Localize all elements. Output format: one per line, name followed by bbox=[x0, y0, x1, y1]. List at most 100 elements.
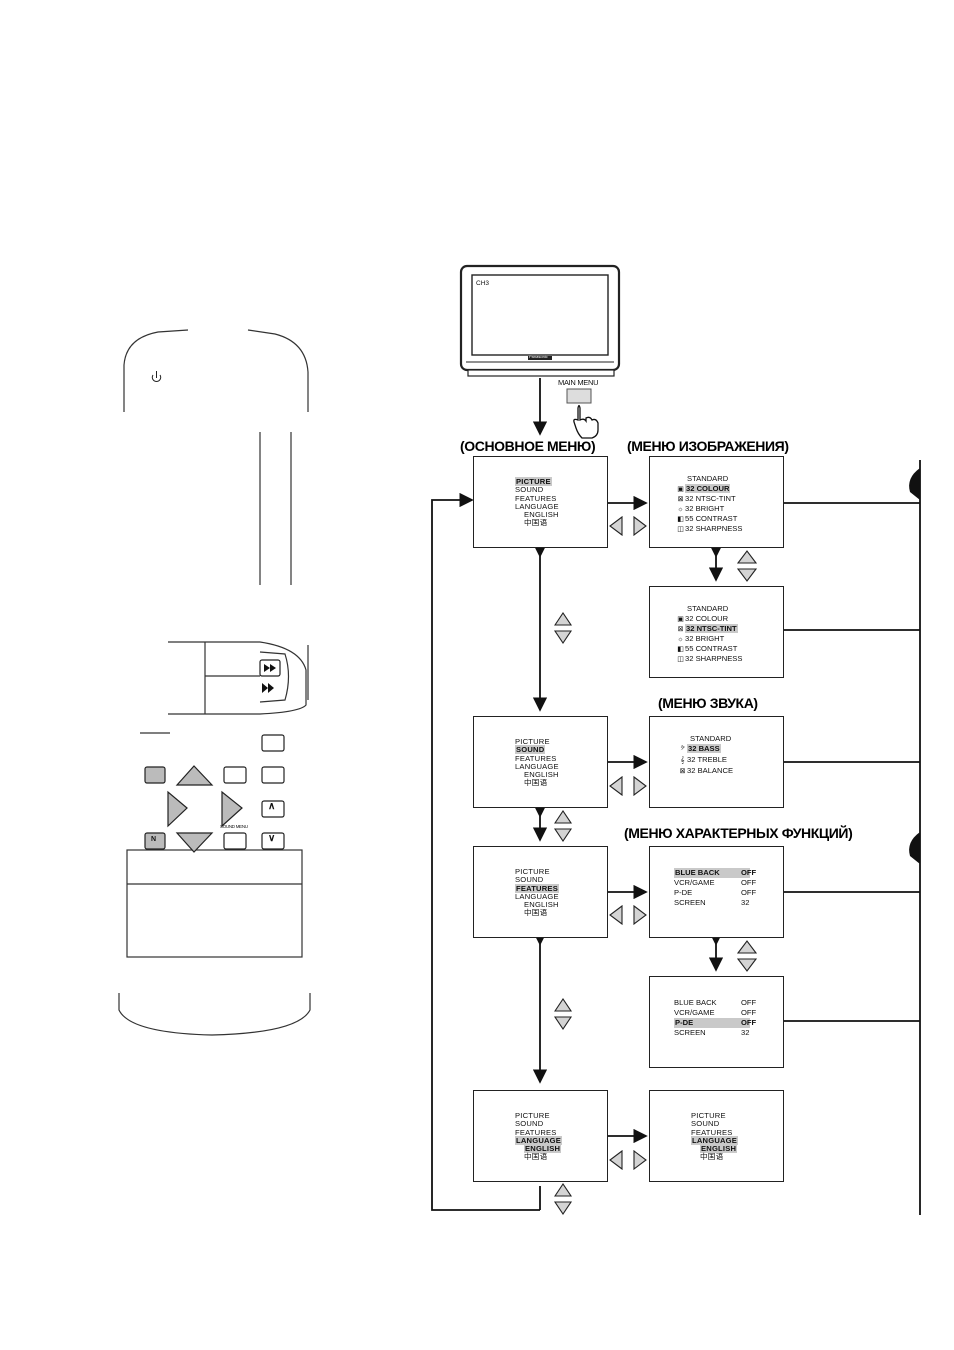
menu-item-picture[interactable]: PICTURE bbox=[515, 737, 550, 746]
vcr-game-label[interactable]: VCR/GAME bbox=[674, 1008, 715, 1017]
balance-label[interactable]: BALANCE bbox=[697, 766, 734, 775]
remote-fast-forward-icon bbox=[262, 664, 276, 693]
picture-menu-box-colour: STANDARD ▣32 COLOUR ⊠32 NTSC-TINT ☼32 BR… bbox=[649, 456, 784, 548]
lr-pair-2 bbox=[609, 775, 647, 797]
menu-item-language[interactable]: LANGUAGE bbox=[515, 1135, 563, 1145]
bright-label[interactable]: BRIGHT bbox=[695, 634, 725, 643]
blue-back-label[interactable]: BLUE BACK bbox=[675, 868, 720, 877]
screen-label[interactable]: SCREEN bbox=[674, 1028, 706, 1037]
tv-channel-label: CH3 bbox=[476, 280, 490, 287]
bass-icon: 𝄢 bbox=[680, 746, 685, 753]
triangle-pair-4 bbox=[553, 1183, 573, 1215]
contrast-value: 55 bbox=[685, 644, 694, 653]
tint-icon: ⊠ bbox=[677, 626, 684, 633]
tint-label[interactable]: NTSC-TINT bbox=[696, 624, 737, 633]
vcr-game-label[interactable]: VCR/GAME bbox=[674, 878, 715, 887]
remote-left-arrow-icon bbox=[167, 790, 188, 828]
menu-item-features[interactable]: FEATURES bbox=[515, 1127, 557, 1137]
sound-menu-title: (МЕНЮ ЗВУКА) bbox=[658, 695, 758, 711]
sharpness-value: 32 bbox=[685, 524, 694, 533]
remote-channel-up-label: ∧ bbox=[268, 801, 276, 812]
menu-item-english[interactable]: ENGLISH bbox=[524, 770, 559, 780]
menu-item-language[interactable]: LANGUAGE bbox=[515, 501, 559, 511]
menu-item-sound[interactable]: SOUND bbox=[515, 875, 544, 885]
colour-icon: ▣ bbox=[677, 616, 684, 623]
contrast-label[interactable]: CONTRAST bbox=[695, 514, 738, 523]
contrast-label[interactable]: CONTRAST bbox=[695, 644, 738, 653]
menu-item-features[interactable]: FEATURES bbox=[515, 883, 559, 893]
menu-item-sound[interactable]: SOUND bbox=[515, 485, 544, 495]
menu-item-chinese[interactable]: 中国语 bbox=[524, 518, 548, 528]
menu-item-features[interactable]: FEATURES bbox=[691, 1127, 733, 1137]
menu-item-language[interactable]: LANGUAGE bbox=[691, 1135, 739, 1145]
screen-label[interactable]: SCREEN bbox=[674, 898, 706, 907]
menu-item-chinese[interactable]: 中国语 bbox=[700, 1152, 724, 1162]
bright-value: 32 bbox=[685, 504, 694, 513]
pointing-hand-icon bbox=[573, 404, 599, 439]
menu-item-sound[interactable]: SOUND bbox=[691, 1119, 720, 1129]
main-menu-title: (ОСНОВНОЕ МЕНЮ) bbox=[460, 438, 596, 454]
menu-item-features[interactable]: FEATURES bbox=[515, 753, 557, 763]
menu-item-english[interactable]: ENGLISH bbox=[524, 900, 559, 910]
tint-label[interactable]: NTSC-TINT bbox=[695, 494, 736, 503]
lr-pair-3 bbox=[609, 904, 647, 926]
menu-item-picture[interactable]: PICTURE bbox=[515, 1111, 550, 1120]
picture-menu-box-tint: STANDARD ▣32 COLOUR ⊠32 NTSC-TINT ☼32 BR… bbox=[649, 586, 784, 678]
bass-value: 32 bbox=[688, 744, 697, 753]
menu-item-picture[interactable]: PICTURE bbox=[691, 1111, 726, 1120]
main-menu-box-picture: PICTURE SOUND FEATURES LANGUAGE ENGLISH … bbox=[473, 456, 608, 548]
sharpness-icon: ◫ bbox=[677, 526, 684, 533]
contrast-value: 55 bbox=[685, 514, 694, 523]
blue-back-value: OFF bbox=[741, 868, 757, 877]
bright-label[interactable]: BRIGHT bbox=[695, 504, 725, 513]
colour-icon: ▣ bbox=[677, 486, 684, 493]
lr-pair-1 bbox=[609, 515, 647, 537]
colour-label[interactable]: COLOUR bbox=[695, 614, 729, 623]
triangle-pair-1 bbox=[553, 612, 573, 644]
remote-channel-down-button bbox=[261, 832, 285, 850]
sound-menu-header: STANDARD bbox=[690, 734, 732, 743]
sound-menu-box: STANDARD 𝄢32 BASS 𝄞32 TREBLE ⊠32 BALANCE bbox=[649, 716, 784, 808]
menu-item-chinese[interactable]: 中国语 bbox=[524, 778, 548, 788]
p-de-label[interactable]: P-DE bbox=[674, 888, 693, 897]
screen-value: 32 bbox=[741, 1028, 750, 1037]
colour-label[interactable]: COLOUR bbox=[696, 484, 730, 493]
p-de-label[interactable]: P-DE bbox=[675, 1018, 694, 1027]
treble-label[interactable]: TREBLE bbox=[697, 755, 727, 764]
colour-value: 32 bbox=[686, 484, 695, 493]
colour-value: 32 bbox=[685, 614, 694, 623]
remote-channel-down-label: ∨ bbox=[268, 833, 276, 844]
blue-back-label[interactable]: BLUE BACK bbox=[674, 998, 717, 1007]
page-edge-tab bbox=[909, 468, 920, 864]
remote-left-button-top bbox=[144, 766, 166, 784]
menu-item-picture[interactable]: PICTURE bbox=[515, 867, 550, 876]
bright-icon: ☼ bbox=[677, 636, 684, 643]
p-de-value: OFF bbox=[741, 888, 757, 897]
picture-menu-title: (МЕНЮ ИЗОБРАЖЕНИЯ) bbox=[627, 438, 789, 454]
remote-n-label: N bbox=[151, 836, 157, 843]
sharpness-label[interactable]: SHARPNESS bbox=[695, 654, 743, 663]
tint-value: 32 bbox=[685, 494, 694, 503]
sharpness-label[interactable]: SHARPNESS bbox=[695, 524, 743, 533]
main-menu-button[interactable] bbox=[566, 388, 592, 404]
menu-item-english[interactable]: ENGLISH bbox=[700, 1144, 738, 1154]
triangle-pair-2 bbox=[553, 810, 573, 842]
menu-item-english[interactable]: ENGLISH bbox=[524, 1144, 562, 1154]
main-menu-box-sound: PICTURE SOUND FEATURES LANGUAGE ENGLISH … bbox=[473, 716, 608, 808]
remote-channel-up-button bbox=[261, 800, 285, 818]
menu-item-chinese[interactable]: 中国语 bbox=[524, 908, 548, 918]
menu-item-picture[interactable]: PICTURE bbox=[515, 477, 552, 486]
menu-item-features[interactable]: FEATURES bbox=[515, 493, 557, 503]
remote-sound-menu-label: SOUND MENU bbox=[220, 824, 248, 829]
bass-label[interactable]: BASS bbox=[698, 744, 720, 753]
menu-item-english[interactable]: ENGLISH bbox=[524, 510, 559, 520]
menu-item-sound[interactable]: SOUND bbox=[515, 745, 546, 755]
menu-item-language[interactable]: LANGUAGE bbox=[515, 761, 559, 771]
menu-item-chinese[interactable]: 中国语 bbox=[524, 1152, 548, 1162]
picture-menu-header-2: STANDARD bbox=[687, 604, 729, 613]
balance-value: 32 bbox=[687, 766, 696, 775]
menu-item-language[interactable]: LANGUAGE bbox=[515, 891, 559, 901]
treble-value: 32 bbox=[687, 755, 696, 764]
menu-item-sound[interactable]: SOUND bbox=[515, 1119, 544, 1129]
bright-icon: ☼ bbox=[677, 506, 684, 513]
